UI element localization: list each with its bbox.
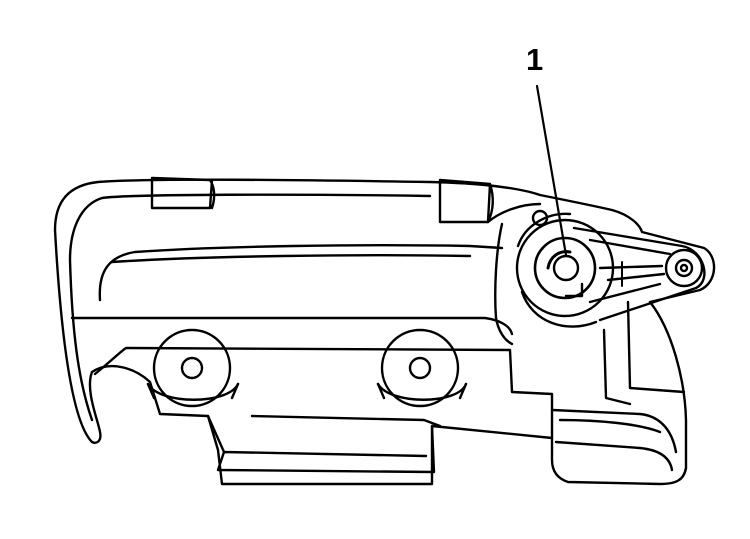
housing-right-contour: [486, 202, 542, 346]
mounting-boss-right: [376, 328, 468, 408]
actuator-lever-arm: [572, 226, 706, 322]
callout-1-label: 1: [526, 42, 543, 77]
lower-bracket: [206, 414, 442, 474]
housing-upper-bulge: [98, 244, 504, 302]
housing-right-lower-detail: [550, 300, 686, 472]
callout-1-leader-line: [535, 84, 568, 257]
housing-outline: [53, 178, 716, 486]
housing-upper-bulge-inner: [110, 254, 472, 264]
housing-mid-line: [70, 316, 514, 336]
top-clip-right: [438, 178, 494, 224]
mounting-boss-left: [146, 328, 240, 408]
housing-lower-step: [93, 346, 554, 440]
top-clip-left: [150, 176, 216, 210]
actuator-gear: [515, 209, 615, 328]
housing-inner-contour-left: [68, 193, 432, 422]
